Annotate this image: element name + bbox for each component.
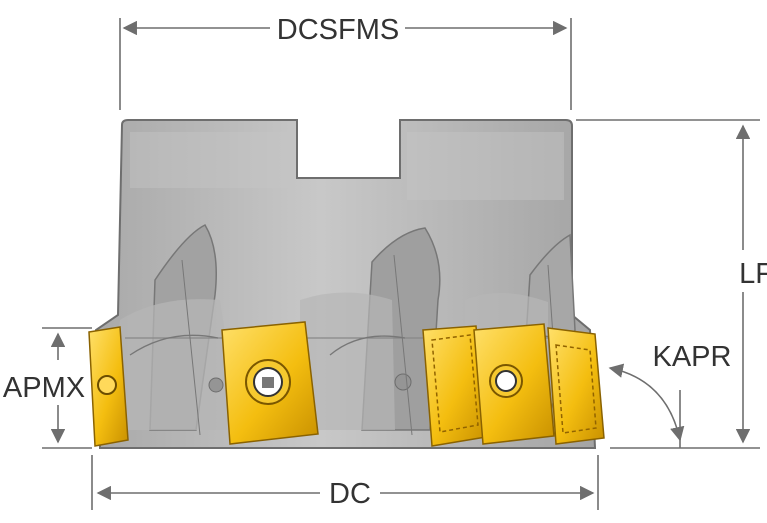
label-kapr: KAPR	[653, 341, 732, 373]
insert-screw-icon	[495, 370, 517, 392]
dimension-labels: DCSFMS LF APMX KAPR DC	[3, 14, 767, 510]
insert-screw-icon	[97, 375, 117, 395]
label-apmx: APMX	[3, 372, 85, 404]
label-dc: DC	[329, 478, 371, 510]
label-lf: LF	[739, 258, 767, 290]
cutting-inserts	[88, 321, 605, 447]
label-dcsfms: DCSFMS	[277, 14, 399, 46]
dimension-lines	[42, 18, 760, 510]
